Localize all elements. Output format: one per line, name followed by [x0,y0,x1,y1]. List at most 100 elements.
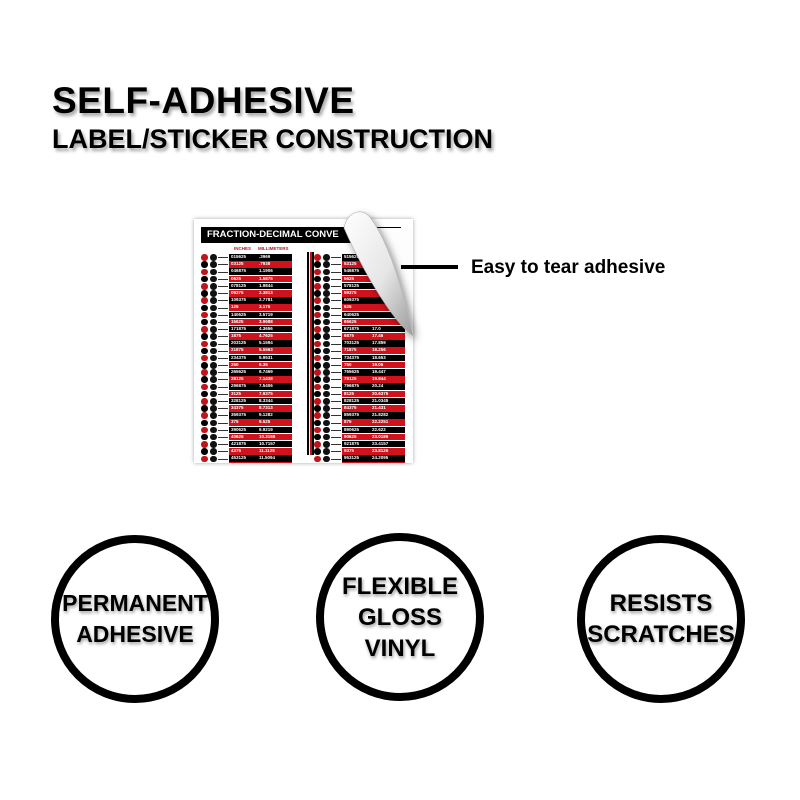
conversion-value: 4687511.9063 [229,462,292,463]
conversion-value: 0625 1.5875 [229,275,292,283]
millimeter-value: 3.9688 [259,318,273,324]
millimeter-value: 8.3344 [259,397,273,403]
page-subtitle: LABEL/STICKER CONSTRUCTION [52,124,493,154]
fraction-circle-icon [201,354,208,362]
inch-value: 0625 [231,275,242,281]
millimeter-value: 21.0345 [372,397,389,403]
fraction-circle-icon [314,412,321,419]
millimeter-value: 1.5875 [259,275,273,281]
leader-line [331,336,341,338]
callout-line [401,265,458,269]
inch-value: 015625 [231,254,247,259]
millimeter-value: 8.7313 [259,404,273,410]
fraction-circle-icon [210,448,217,455]
fraction-circle-icon [323,398,330,405]
leader-line [331,314,341,316]
conversion-value: 625 [342,304,405,311]
fraction-circle-icon [323,261,330,268]
feature-label: FLEXIBLE GLOSS VINYL [341,572,458,662]
millimeter-value: .3969 [259,254,271,259]
fraction-circle-icon [323,275,330,283]
fraction-circle-icon [201,405,208,412]
millimeter-value: 7.5406 [259,383,273,389]
fraction-circle-icon [314,405,321,412]
fraction-circle-icon [201,340,208,348]
fraction-circle-icon [201,455,208,463]
fraction-circle-icon [201,261,208,268]
leader-line [218,422,228,424]
leader-line [218,329,228,331]
leader-line [218,372,228,374]
millimeter-value: 22.2251 [372,419,389,425]
leader-line [331,350,341,352]
leader-line [331,271,341,273]
fraction-circle-icon [314,297,321,304]
fraction-circle-icon [201,441,208,448]
inch-value: 546875 [344,268,360,274]
fraction-circle-icon [323,362,330,369]
inch-value: 390625 [231,426,247,432]
leader-line [218,365,228,367]
leader-line [331,257,341,259]
inch-value: 640625 [344,311,360,317]
leader-line [331,458,341,460]
fraction-circle-icon [201,333,208,340]
inch-value: 109375 [231,297,247,303]
fraction-circle-icon [210,254,217,261]
fraction-circle-icon [210,326,217,333]
inch-value: 5625 [344,275,355,281]
inch-value: 234375 [231,354,247,360]
inch-value: 765625 [344,369,360,374]
leader-line [331,429,341,431]
fraction-circle-icon [314,354,321,362]
leader-line [331,307,341,309]
millimeter-value: 20.24 [372,383,384,389]
leader-line [218,386,228,388]
inch-value: 328125 [231,397,247,403]
leader-line [218,458,228,460]
inch-value: 9375 [344,448,355,454]
fraction-circle-icon [323,326,330,333]
fraction-circle-icon [210,261,217,268]
inch-value: 203125 [231,340,247,346]
page-title: SELF-ADHESIVE [52,80,355,121]
leader-line [331,401,341,403]
fraction-circle-icon [314,268,321,276]
millimeter-value: 3.175 [259,304,271,310]
millimeter-value: 19.844 [372,376,386,382]
millimeter-value: 20.6375 [372,390,389,396]
leader-line [331,343,341,345]
conversion-value: 59375 [342,289,405,297]
millimeter-value: 17.0 [372,325,381,331]
fraction-circle-icon [323,283,330,290]
inch-value: 578125 [344,282,360,288]
inch-value: 53125 [344,261,357,267]
conversion-value: 9687524.6064 [342,462,405,463]
inch-value: 90625 [344,433,357,439]
fraction-circle-icon [201,362,208,369]
fraction-circle-icon [323,383,330,391]
leader-line [331,321,341,323]
leader-line [331,293,341,295]
inch-value: 171875 [231,325,247,331]
fraction-circle-icon [210,390,217,398]
leader-line [331,264,341,266]
leader-line [218,336,228,338]
inch-value: 34375 [231,404,244,410]
